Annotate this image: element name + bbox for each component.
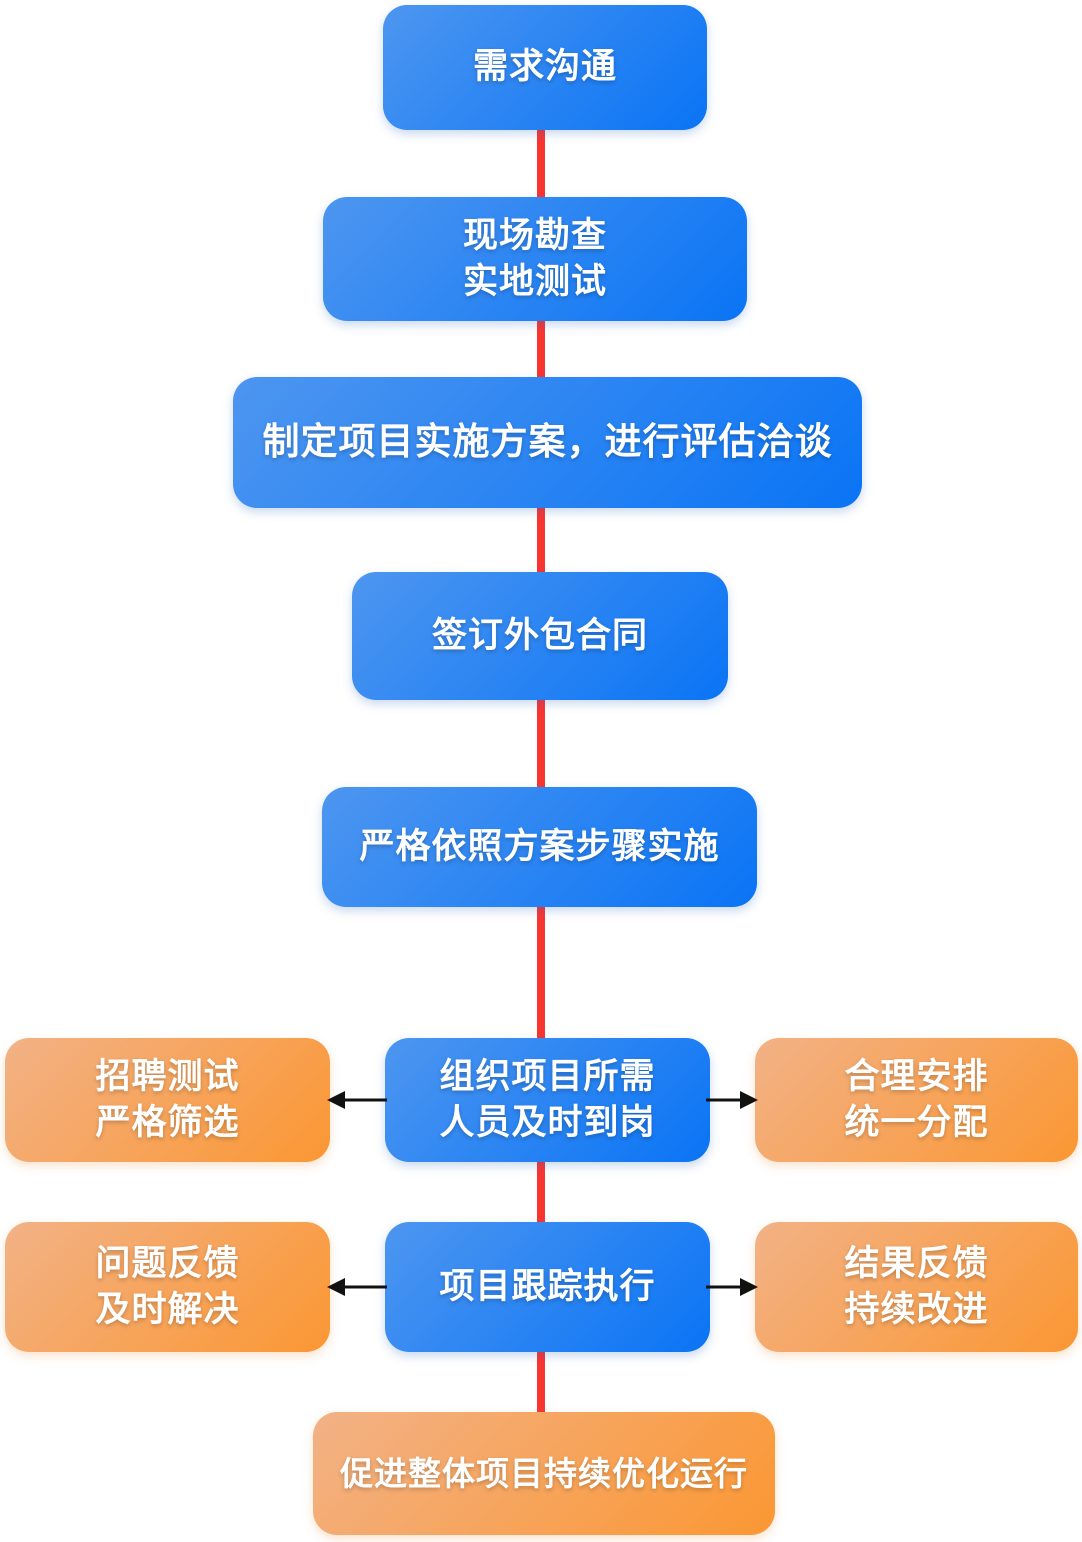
main-flow-line — [537, 128, 545, 1414]
node-sign-outsourcing-contract: 签订外包合同 — [352, 572, 728, 700]
arrow-right-icon — [706, 1087, 758, 1113]
arrow-right-icon — [706, 1274, 758, 1300]
node-label-line: 及时解决 — [95, 1290, 240, 1329]
node-label-line: 问题反馈 — [95, 1243, 240, 1283]
node-label-line: 招聘测试 — [95, 1056, 240, 1096]
node-label-line: 持续改进 — [844, 1290, 989, 1329]
arrow-left-icon — [327, 1087, 387, 1113]
node-strict-implementation: 严格依照方案步骤实施 — [322, 787, 757, 907]
node-label-line: 促进整体项目持续优化运行 — [340, 1454, 748, 1492]
node-label-line: 严格筛选 — [95, 1103, 240, 1142]
node-recruit-test-screening: 招聘测试 严格筛选 — [5, 1038, 330, 1162]
node-label-line: 结果反馈 — [844, 1243, 989, 1283]
node-label-line: 项目跟踪执行 — [439, 1266, 656, 1306]
node-project-tracking-execution: 项目跟踪执行 — [385, 1222, 710, 1352]
node-label-line: 统一分配 — [844, 1103, 989, 1142]
node-label-line: 组织项目所需 — [439, 1056, 656, 1096]
node-label-line: 实地测试 — [462, 262, 607, 301]
node-label-line: 签订外包合同 — [431, 615, 648, 655]
node-label-line: 现场勘查 — [462, 215, 607, 255]
node-requirement-communication: 需求沟通 — [383, 5, 707, 130]
node-site-survey-field-test: 现场勘查 实地测试 — [323, 197, 747, 321]
node-label-line: 合理安排 — [844, 1056, 989, 1096]
node-implementation-plan-evaluation: 制定项目实施方案，进行评估洽谈 — [233, 377, 862, 508]
node-label-line: 人员及时到岗 — [439, 1103, 656, 1142]
node-problem-feedback-resolution: 问题反馈 及时解决 — [5, 1222, 330, 1352]
node-reasonable-arrangement: 合理安排 统一分配 — [755, 1038, 1078, 1162]
node-result-feedback-improvement: 结果反馈 持续改进 — [755, 1222, 1078, 1352]
arrow-left-icon — [327, 1274, 387, 1300]
node-continuous-optimization: 促进整体项目持续优化运行 — [313, 1412, 775, 1535]
node-label-line: 严格依照方案步骤实施 — [359, 826, 720, 866]
node-label-line: 需求沟通 — [472, 47, 617, 87]
node-organize-project-staff: 组织项目所需 人员及时到岗 — [385, 1038, 710, 1162]
node-label-line: 制定项目实施方案，进行评估洽谈 — [262, 421, 833, 463]
